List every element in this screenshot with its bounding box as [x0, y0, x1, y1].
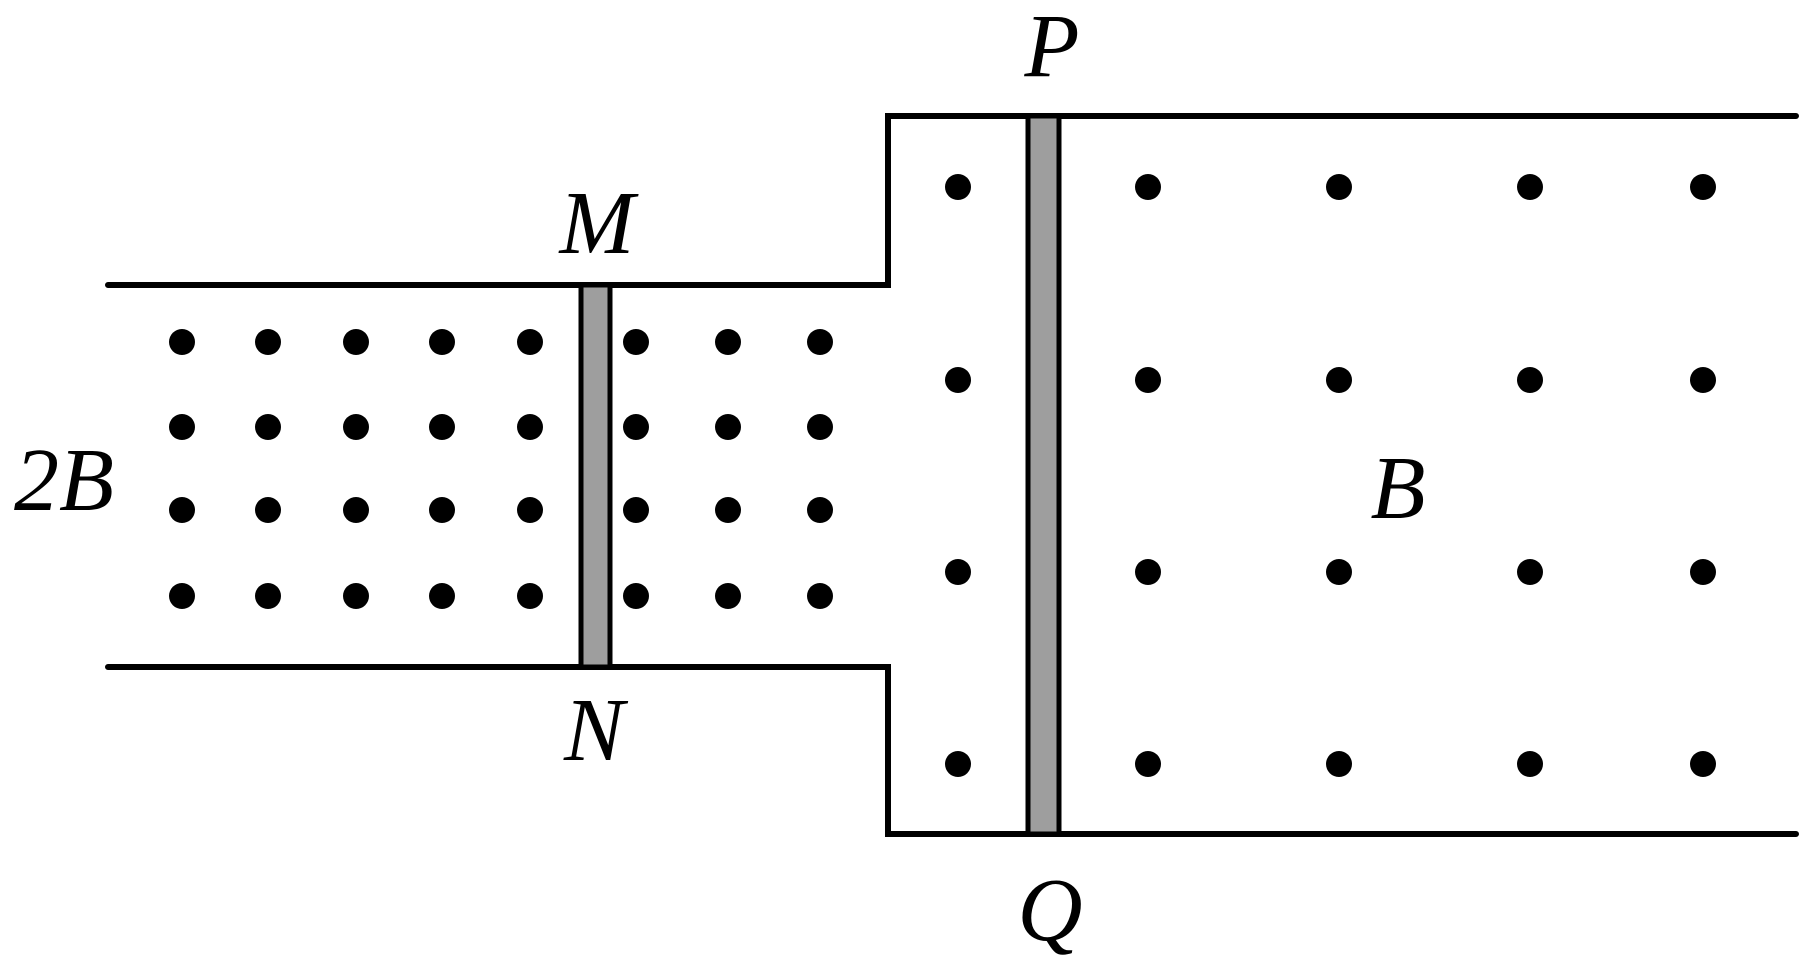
rod-mn — [578, 282, 613, 670]
field-dot-icon — [255, 497, 281, 523]
upper-rail — [105, 113, 1799, 288]
field-dot-icon — [1517, 751, 1543, 777]
lower-rail — [105, 664, 1799, 837]
field-dot-icon — [1690, 751, 1716, 777]
field-dot-icon — [1517, 367, 1543, 393]
field-dot-icon — [945, 367, 971, 393]
field-dot-icon — [807, 414, 833, 440]
field-dot-icon — [1326, 559, 1352, 585]
field-dot-icon — [169, 329, 195, 355]
field-dot-icon — [623, 329, 649, 355]
field-dot-icon — [429, 497, 455, 523]
field-dot-icon — [343, 329, 369, 355]
field-dot-icon — [1517, 174, 1543, 200]
label-b-field: B — [1371, 439, 1426, 538]
field-dot-icon — [429, 583, 455, 609]
field-dot-icon — [429, 414, 455, 440]
field-dot-icon — [517, 497, 543, 523]
field-dot-icon — [1517, 559, 1543, 585]
field-dot-icon — [715, 583, 741, 609]
field-b-dots — [945, 174, 1716, 777]
field-dot-icon — [517, 329, 543, 355]
field-dot-icon — [945, 174, 971, 200]
field-dot-icon — [255, 329, 281, 355]
field-dot-icon — [343, 497, 369, 523]
field-dot-icon — [945, 559, 971, 585]
field-dot-icon — [517, 583, 543, 609]
field-dot-icon — [623, 414, 649, 440]
field-dot-icon — [623, 583, 649, 609]
label-2b-field: 2B — [14, 431, 114, 530]
field-dot-icon — [255, 414, 281, 440]
field-dot-icon — [343, 583, 369, 609]
label-p: P — [1024, 0, 1080, 96]
field-dot-icon — [715, 414, 741, 440]
field-dot-icon — [715, 497, 741, 523]
field-dot-icon — [807, 583, 833, 609]
field-dot-icon — [255, 583, 281, 609]
field-dot-icon — [517, 414, 543, 440]
field-dot-icon — [807, 329, 833, 355]
field-dot-icon — [1326, 367, 1352, 393]
field-dot-icon — [1690, 367, 1716, 393]
field-dot-icon — [1326, 751, 1352, 777]
field-dot-icon — [1690, 174, 1716, 200]
field-dot-icon — [1135, 751, 1161, 777]
field-dot-icon — [169, 497, 195, 523]
field-dot-icon — [1326, 174, 1352, 200]
field-dot-icon — [1135, 174, 1161, 200]
field-dot-icon — [945, 751, 971, 777]
label-n: N — [563, 681, 629, 780]
field-dot-icon — [169, 414, 195, 440]
field-dot-icon — [623, 497, 649, 523]
field-dot-icon — [429, 329, 455, 355]
rod-pq — [1025, 113, 1062, 837]
label-q: Q — [1018, 861, 1083, 960]
field-dot-icon — [1135, 367, 1161, 393]
field-dot-icon — [169, 583, 195, 609]
label-m: M — [558, 174, 640, 273]
field-2b-dots — [169, 329, 833, 609]
field-dot-icon — [715, 329, 741, 355]
field-dot-icon — [807, 497, 833, 523]
field-dot-icon — [1690, 559, 1716, 585]
field-dot-icon — [1135, 559, 1161, 585]
rails — [105, 113, 1799, 837]
field-dot-icon — [343, 414, 369, 440]
